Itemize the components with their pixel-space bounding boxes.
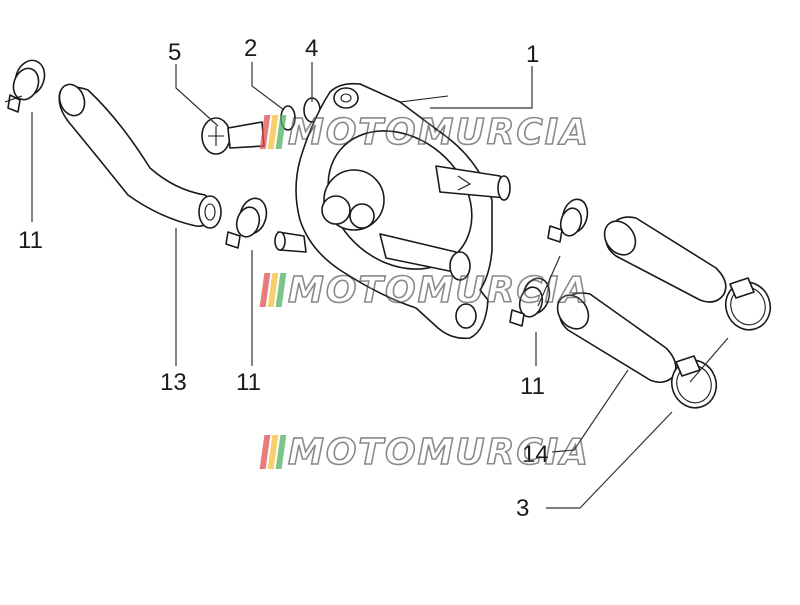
callout-11-right: 11 [520,373,545,400]
fuel-hose-13 [58,83,222,229]
watermark-text: MOTOMURCIA [287,269,591,312]
callout-14: 14 [522,441,549,468]
hose-clamp-right-upper [547,198,589,243]
watermark-text: MOTOMURCIA [287,111,591,154]
callout-5: 5 [168,39,181,66]
hose-clamp-left [4,59,46,113]
fuel-hose-14-lower [556,292,677,384]
leader-lines [31,62,729,509]
callout-11-mid: 11 [236,369,261,396]
callout-2: 2 [244,35,257,62]
watermark-bottom: MOTOMURCIA [259,431,591,474]
fuel-valve-1 [274,82,511,340]
callout-4: 4 [305,35,318,62]
watermark-logo-stripes [259,435,287,469]
fuel-hose-14-upper [603,216,727,303]
callout-11-left: 11 [18,227,43,254]
callout-13: 13 [160,369,187,396]
screw-5 [201,117,265,155]
watermark-text: MOTOMURCIA [287,431,591,474]
band-clamp-3-upper [724,277,772,331]
hose-clamp-right-lower [509,277,551,327]
band-clamp-3-lower [670,355,718,409]
callout-1: 1 [526,41,539,68]
watermark-middle: MOTOMURCIA [259,269,591,312]
watermark-top: MOTOMURCIA [259,111,591,154]
callout-3: 3 [516,495,529,522]
watermark-logo-stripes [259,115,287,149]
watermark-logo-stripes [259,273,287,307]
hose-clamp-mid [225,197,268,249]
